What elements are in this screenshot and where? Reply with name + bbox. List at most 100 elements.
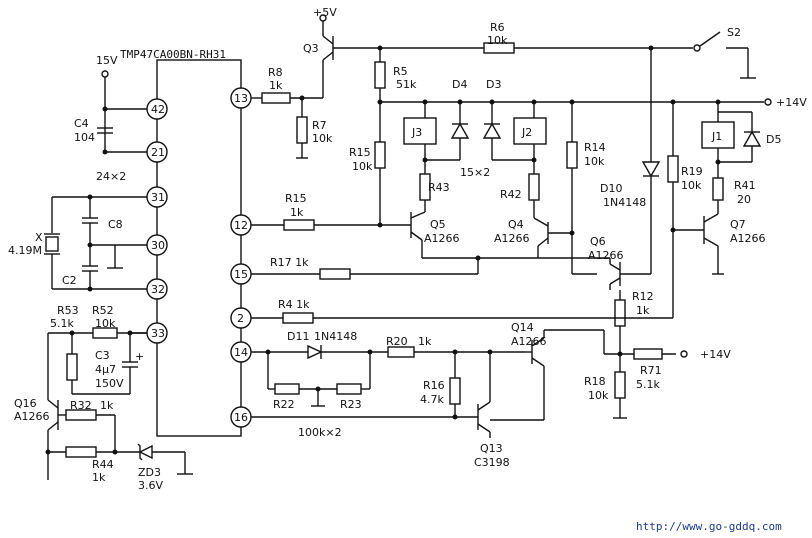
label-zd3: ZD3 [138,466,161,479]
label-r5-value: 51k [396,78,417,91]
label-r16: R16 [423,379,445,392]
label-d3: D3 [486,78,501,91]
rail-14v: +14V [377,96,807,109]
label-q13-type: C3198 [474,456,510,469]
label-c8: C8 [108,218,123,231]
pin-2: 2 [237,312,244,325]
label-q5-type: A1266 [424,232,460,245]
label-c2: C2 [62,274,77,287]
label-d5: D5 [766,133,781,146]
pin-33: 33 [151,327,165,340]
label-r22: R22 [273,398,295,411]
label-q13: Q13 [480,442,503,455]
pin-32: 32 [151,283,165,296]
label-q14: Q14 [511,321,534,334]
r4-section: R4 1k [251,298,673,324]
label-q6: Q6 [590,235,606,248]
label-c3-value: 4μ7 [95,363,116,376]
label-r71: R71 [640,364,662,377]
label-r15a: R15 [349,146,371,159]
label-q14-type: A1266 [511,335,547,348]
label-j1: J1 [711,130,722,143]
label-d10-type: 1N4148 [603,196,646,209]
label-r20-value: 1k [418,335,432,348]
label-q4: Q4 [508,218,524,231]
label-r44-value: 1k [92,471,106,484]
label-r43: R43 [428,181,450,194]
pin-14: 14 [234,346,248,359]
pin-21: 21 [151,146,165,159]
ic-body [156,59,242,437]
pin-15: 15 [234,268,248,281]
ic-title: TMP47CA00BN-RH31 [120,48,226,61]
label-r14: R14 [584,141,606,154]
label-q5: Q5 [430,218,446,231]
label-r23: R23 [340,398,362,411]
label-s2: S2 [727,26,741,39]
label-q16: Q16 [14,397,37,410]
label-r52: R52 [92,304,114,317]
pin-42: 42 [151,103,165,116]
label-r14-value: 10k [584,155,605,168]
label-r32: R32 [70,399,92,412]
label-100kx2: 100k×2 [298,426,342,439]
d10-section: D10 1N4148 [600,48,661,274]
label-r8-value: 1k [269,79,283,92]
label-r7-value: 10k [312,132,333,145]
label-q7: Q7 [730,218,746,231]
label-r17: R17 1k [270,256,309,269]
label-r53: R53 [57,304,79,317]
label-c4: C4 [74,117,89,130]
label-r18: R18 [584,375,606,388]
q7-section: R19 10k Q7 A1266 J1 R41 20 D5 [667,102,781,318]
q14-section: D11 1N4148 R22 R23 R20 1k R16 4.7k 100k×… [251,321,731,469]
label-r44: R44 [92,458,114,471]
label-r32-value: 1k [100,399,114,412]
label-zd3-value: 3.6V [138,479,163,492]
watermark-url: http://www.go-gddq.com [636,520,782,533]
label-r20: R20 [386,335,408,348]
label-q16-type: A1266 [14,410,50,423]
label-j3: J3 [411,126,422,139]
label-x: X [35,231,43,244]
label-plus5v: +5V [313,6,337,19]
label-c3-volt: 150V [95,377,124,390]
q6-section: R17 1k Q6 A1266 R12 1k [251,235,654,354]
label-r15b: R15 [285,192,307,205]
label-r12: R12 [632,290,654,303]
label-r18-value: 10k [588,389,609,402]
label-r71-value: 5.1k [636,378,660,391]
label-r41-value: 20 [737,193,751,206]
label-r19: R19 [681,165,703,178]
label-r53-value: 5.1k [50,317,74,330]
left-pins: 42 21 31 30 32 33 [52,98,168,344]
label-r4: R4 1k [278,298,310,311]
label-q6-type: A1266 [588,249,624,262]
label-r6-value: 10k [487,34,508,47]
label-c3: C3 [95,349,110,362]
pin-16: 16 [234,411,248,424]
label-r16-value: 4.7k [420,393,444,406]
label-j2: J2 [521,126,532,139]
pin-13: 13 [234,92,248,105]
power-15v-section: 15V C4 104 24×2 [74,54,126,183]
label-r42: R42 [500,188,522,201]
label-r8: R8 [268,66,283,79]
label-d11: D11 [287,330,309,343]
label-q7-type: A1266 [730,232,766,245]
label-r15b-value: 1k [290,206,304,219]
label-plus: + [135,350,144,363]
label-d4: D4 [452,78,467,91]
label-x-value: 4.19M [8,244,42,257]
pin-12: 12 [234,219,248,232]
label-r41: R41 [734,179,756,192]
label-r52-value: 10k [95,317,116,330]
label-15x2: 15×2 [460,166,490,179]
label-r5: R5 [393,65,408,78]
label-plus14v-top: +14V [776,96,807,109]
label-d10: D10 [600,182,622,195]
q5-section: R15 10k R43 R15 1k Q5 A1266 [251,102,460,258]
relay-j3-j2: J3 D4 D3 J2 15×2 [403,78,547,179]
label-d11-type: 1N4148 [314,330,357,343]
crystal-section: X 4.19M C8 C2 [8,194,123,292]
